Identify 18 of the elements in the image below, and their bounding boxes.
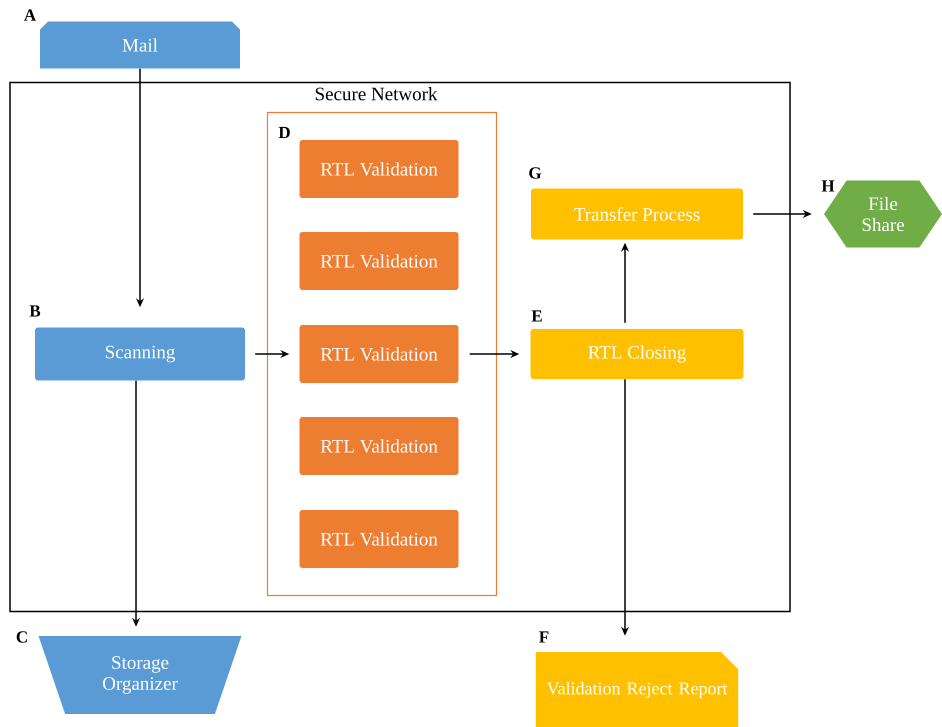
process-box: Transfer Process [531, 188, 743, 240]
process-box: RTL Validation [300, 325, 458, 383]
storage-trapezoid: Storage Organizer [38, 636, 242, 714]
process-box: RTL Validation [300, 140, 458, 198]
letter-label: C [16, 631, 27, 643]
process-box: RTL Closing [530, 329, 744, 379]
letter-label: B [30, 305, 40, 317]
mail-box: Mail [40, 22, 240, 68]
process-box: Scanning [35, 328, 245, 380]
letter-label: H [822, 180, 834, 192]
letter-label: E [532, 310, 542, 322]
process-box: RTL Validation [300, 232, 458, 290]
process-box: RTL Validation [300, 417, 458, 475]
letter-label: F [539, 631, 548, 643]
report-box: Validation Reject Report [536, 652, 738, 727]
letter-label: G [529, 167, 542, 179]
letter-label: A [24, 9, 36, 21]
process-box: RTL Validation [300, 510, 458, 568]
